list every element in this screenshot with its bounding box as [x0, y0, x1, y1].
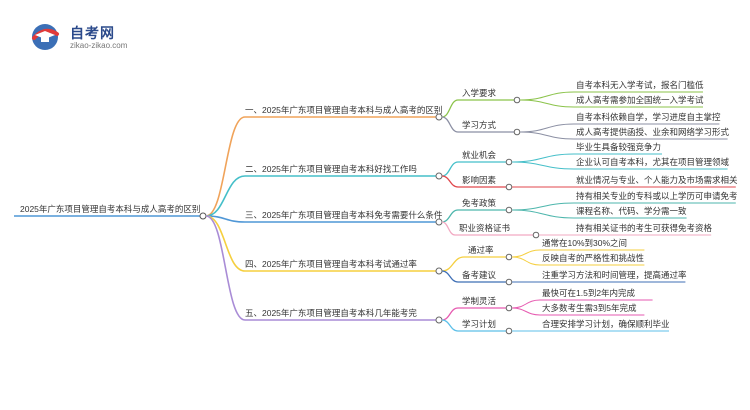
leaf-connector — [511, 299, 541, 309]
child-connector — [441, 270, 459, 283]
logo-title: 自考网 — [70, 25, 115, 41]
leaf-label[interactable]: 持有相关证书的考生可获得免考资格 — [576, 223, 713, 233]
child-collapse-dot[interactable] — [505, 206, 513, 214]
leaf-label[interactable]: 成人高考需参加全国统一入学考试 — [576, 95, 704, 105]
branch-label[interactable]: 三、2025年广东项目管理自考本科免考需要什么条件 — [245, 210, 443, 220]
leaf-label[interactable]: 最快可在1.5到2年内完成 — [542, 288, 636, 298]
child-label[interactable]: 免考政策 — [462, 198, 497, 208]
leaf-label[interactable]: 成人高考提供函授、业余和网络学习形式 — [576, 127, 730, 137]
child-label[interactable]: 影响因素 — [462, 175, 497, 185]
child-connector — [441, 99, 459, 118]
leaf-connector — [511, 209, 575, 219]
branch-label[interactable]: 一、2025年广东项目管理自考本科与成人高考的区别 — [245, 105, 442, 115]
leaf-label[interactable]: 通常在10%到30%之间 — [542, 238, 627, 248]
leaf-connector — [511, 202, 575, 211]
child-connector — [441, 209, 459, 223]
child-connector — [441, 221, 456, 236]
branch-connector — [205, 175, 246, 217]
child-collapse-dot[interactable] — [505, 327, 513, 335]
branch-label[interactable]: 四、2025年广东项目管理自考本科考试通过率 — [245, 259, 417, 269]
branch-label[interactable]: 二、2025年广东项目管理自考本科好找工作吗 — [245, 164, 417, 174]
leaf-label[interactable]: 合理安排学习计划，确保顺利毕业 — [542, 319, 670, 329]
leaf-connector — [511, 153, 575, 163]
child-collapse-dot[interactable] — [505, 253, 513, 261]
leaf-label[interactable]: 大多数考生需3到5年完成 — [542, 303, 637, 313]
child-label[interactable]: 学习方式 — [462, 120, 497, 130]
graduation-cap-icon — [32, 24, 59, 50]
root-node-label[interactable]: 2025年广东项目管理自考本科与成人高考的区别 — [20, 204, 200, 214]
child-collapse-dot[interactable] — [513, 128, 521, 136]
leaf-connector — [519, 131, 575, 140]
branch-collapse-dot[interactable] — [435, 172, 443, 180]
leaf-connector — [511, 249, 541, 258]
child-collapse-dot[interactable] — [532, 231, 540, 239]
leaf-label[interactable]: 就业情况与专业、个人能力及市场需求相关 — [576, 175, 738, 185]
branch-connector — [205, 116, 246, 217]
leaf-label[interactable]: 反映自考的严格性和挑战性 — [542, 253, 645, 263]
leaf-connector — [519, 123, 575, 133]
branch-label[interactable]: 五、2025年广东项目管理自考本科几年能考完 — [245, 308, 417, 318]
branch-connector — [205, 215, 246, 321]
child-label[interactable]: 就业机会 — [462, 150, 497, 160]
child-label[interactable]: 通过率 — [468, 245, 494, 255]
child-label[interactable]: 备考建议 — [462, 270, 497, 280]
child-connector — [441, 161, 459, 177]
leaf-label[interactable]: 自考本科无入学考试，报名门槛低 — [576, 80, 704, 90]
leaf-connector — [519, 91, 575, 101]
branch-collapse-dot[interactable] — [435, 267, 443, 275]
branch-connector — [205, 215, 246, 272]
child-label[interactable]: 学习计划 — [462, 319, 496, 329]
branch-collapse-dot[interactable] — [435, 113, 443, 121]
leaf-connector — [519, 99, 575, 108]
leaf-label[interactable]: 课程名称、代码、学分需一致 — [576, 206, 687, 216]
child-collapse-dot[interactable] — [505, 278, 513, 286]
leaf-connector — [511, 256, 541, 266]
child-collapse-dot[interactable] — [505, 183, 513, 191]
site-logo[interactable]: 自考网 zikao-zikao.com — [30, 22, 150, 52]
child-connector — [441, 116, 459, 133]
child-connector — [441, 175, 459, 188]
leaf-label[interactable]: 企业认可自考本科，尤其在项目管理领域 — [576, 157, 730, 167]
leaf-connector — [511, 161, 575, 170]
leaf-label[interactable]: 自考本科依赖自学，学习进度自主掌控 — [576, 112, 721, 122]
logo-subtitle: zikao-zikao.com — [70, 41, 128, 50]
child-collapse-dot[interactable] — [505, 304, 513, 312]
leaf-label[interactable]: 毕业生具备较强竞争力 — [576, 142, 661, 152]
child-label[interactable]: 职业资格证书 — [459, 223, 511, 233]
child-label[interactable]: 入学要求 — [462, 88, 497, 98]
child-label[interactable]: 学制灵活 — [462, 296, 497, 306]
branch-collapse-dot[interactable] — [435, 218, 443, 226]
child-collapse-dot[interactable] — [513, 96, 521, 104]
leaf-label[interactable]: 注重学习方法和时间管理，提高通过率 — [542, 270, 687, 280]
leaf-connector — [511, 307, 541, 316]
child-connector — [441, 307, 459, 321]
child-connector — [441, 256, 465, 272]
leaf-label[interactable]: 持有相关专业的专科或以上学历可申请免考 — [576, 191, 738, 201]
child-collapse-dot[interactable] — [505, 158, 513, 166]
branch-collapse-dot[interactable] — [435, 316, 443, 324]
child-connector — [441, 319, 459, 332]
root-collapse-dot[interactable] — [199, 212, 207, 220]
